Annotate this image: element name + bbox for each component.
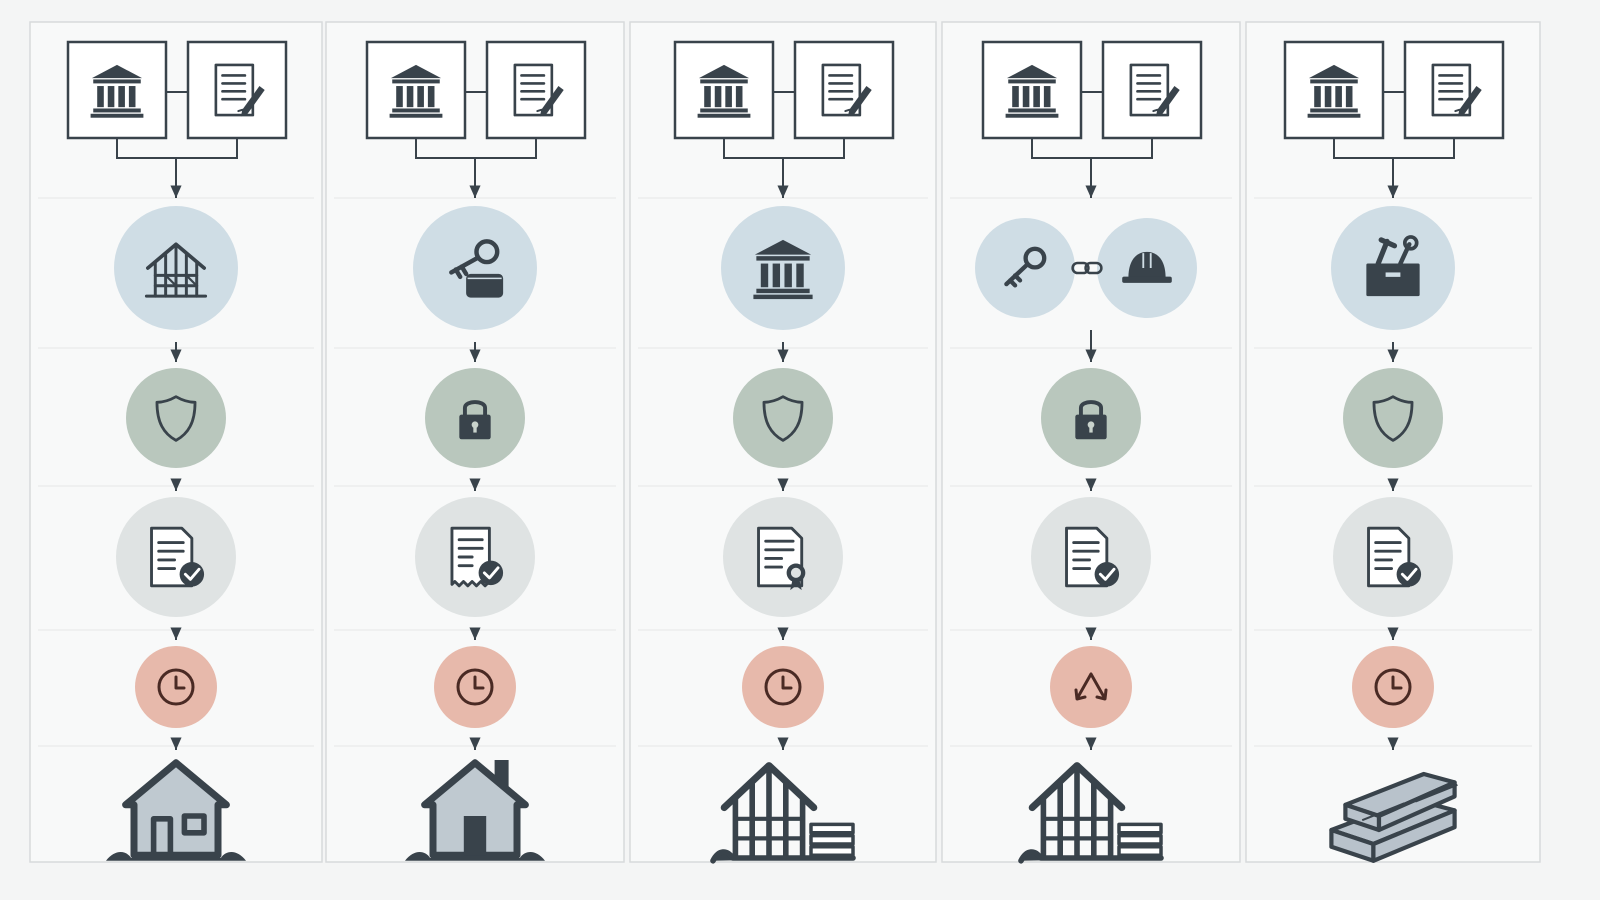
step-3 — [116, 497, 236, 617]
bank-building-icon — [1005, 64, 1059, 118]
clock-icon — [157, 668, 195, 706]
step-2 — [1343, 368, 1443, 468]
step-circle — [1343, 368, 1443, 468]
signed-document-icon — [1129, 63, 1180, 117]
hard-hat-icon — [1122, 251, 1172, 283]
outcome — [1329, 771, 1458, 863]
column-1 — [29, 21, 323, 863]
step-2 — [126, 368, 226, 468]
outcome — [710, 762, 856, 864]
step-circle — [733, 368, 833, 468]
clock-icon — [1374, 668, 1412, 706]
signed-document-icon — [821, 63, 872, 117]
outcome — [1018, 762, 1164, 864]
icon-box — [365, 40, 467, 140]
house-frame-lumber-icon — [1018, 762, 1164, 864]
bank-building-icon — [753, 239, 813, 300]
key-wallet-icon — [449, 239, 504, 298]
step-3 — [1333, 497, 1453, 617]
clock-icon — [764, 668, 802, 706]
document-check-icon — [150, 526, 205, 588]
step-2 — [1041, 368, 1141, 468]
house-frame-lumber-icon — [710, 762, 856, 864]
bank-building-icon — [90, 64, 144, 118]
house-with-chimney-icon — [405, 759, 545, 861]
step-circle — [126, 368, 226, 468]
lumber-stack-icon — [1329, 771, 1458, 863]
step-1 — [1331, 206, 1455, 330]
icon-box — [1283, 40, 1385, 140]
receipt-check-icon — [450, 526, 504, 588]
certificate-icon — [757, 526, 806, 591]
step-1 — [114, 206, 238, 330]
bank-building-icon — [389, 64, 443, 118]
step-circle — [413, 206, 537, 330]
icon-box — [981, 40, 1083, 140]
step-4 — [1050, 646, 1132, 728]
top-icon-pair — [365, 40, 587, 159]
column-5 — [1245, 21, 1541, 863]
top-icon-pair — [1283, 40, 1505, 159]
toolbox-icon — [1366, 235, 1420, 297]
step-circle — [721, 206, 845, 330]
step-1 — [975, 218, 1197, 318]
house-frame-icon — [144, 242, 208, 298]
column-4 — [941, 21, 1241, 864]
step-circle — [1050, 646, 1132, 728]
step-2 — [733, 368, 833, 468]
step-4 — [135, 646, 217, 728]
icon-box — [673, 40, 775, 140]
step-3 — [1031, 497, 1151, 617]
document-check-icon — [1065, 526, 1120, 588]
chain-link-icon — [1071, 261, 1103, 275]
padlock-icon — [459, 400, 491, 440]
shield-icon — [1372, 395, 1414, 442]
outcome — [106, 759, 246, 861]
step-3 — [723, 497, 843, 617]
bank-building-icon — [1307, 64, 1361, 118]
key-icon — [1004, 246, 1047, 288]
top-icon-pair — [673, 40, 895, 159]
column-2 — [325, 21, 625, 863]
top-icon-pair — [66, 40, 288, 159]
shield-icon — [762, 395, 804, 442]
step-1 — [721, 206, 845, 330]
shield-icon — [155, 395, 197, 442]
document-check-icon — [1367, 526, 1422, 588]
bank-building-icon — [697, 64, 751, 118]
padlock-icon — [1075, 400, 1107, 440]
column-3 — [629, 21, 937, 864]
step-4 — [434, 646, 516, 728]
step-3 — [415, 497, 535, 617]
split-arrows-icon — [1074, 672, 1108, 701]
clock-icon — [456, 668, 494, 706]
icon-box — [66, 40, 168, 140]
step-4 — [742, 646, 824, 728]
finished-house-icon — [106, 759, 246, 861]
signed-document-icon — [1431, 63, 1482, 117]
outcome — [405, 759, 545, 861]
step-4 — [1352, 646, 1434, 728]
step-1 — [413, 206, 537, 330]
signed-document-icon — [513, 63, 564, 117]
step-2 — [425, 368, 525, 468]
top-icon-pair — [981, 40, 1203, 159]
signed-document-icon — [214, 63, 265, 117]
